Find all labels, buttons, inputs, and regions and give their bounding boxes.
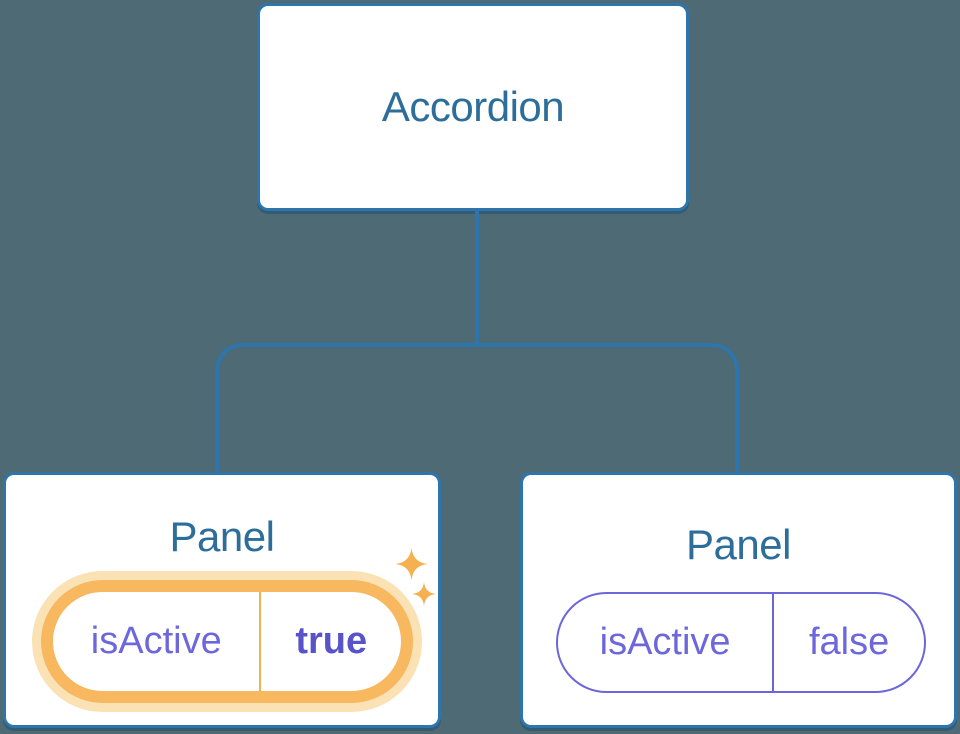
state-value-cell: false bbox=[774, 594, 924, 691]
state-prop-cell: isActive bbox=[558, 594, 775, 691]
panel-node-active: Panel isActive true bbox=[3, 472, 441, 728]
state-value-cell: true bbox=[261, 592, 401, 691]
connector-stem bbox=[475, 209, 479, 347]
panel-title: Panel bbox=[169, 513, 275, 560]
panel-title: Panel bbox=[686, 521, 791, 568]
accordion-node: Accordion bbox=[257, 3, 689, 211]
accordion-node-label: Accordion bbox=[381, 83, 565, 130]
sparkle-icon-small bbox=[412, 582, 436, 606]
state-prop-label: isActive bbox=[90, 620, 222, 662]
state-pill-active: isActive true bbox=[41, 580, 413, 703]
state-value-label: true bbox=[295, 620, 368, 662]
state-value-label: false bbox=[808, 621, 890, 663]
state-prop-cell: isActive bbox=[53, 592, 262, 691]
state-prop-label: isActive bbox=[599, 621, 731, 663]
sparkle-icon-large bbox=[395, 547, 428, 581]
connector-branches bbox=[215, 343, 739, 474]
state-pill-inactive: isActive false bbox=[556, 592, 926, 693]
panel-node-inactive: Panel isActive false bbox=[520, 472, 957, 728]
